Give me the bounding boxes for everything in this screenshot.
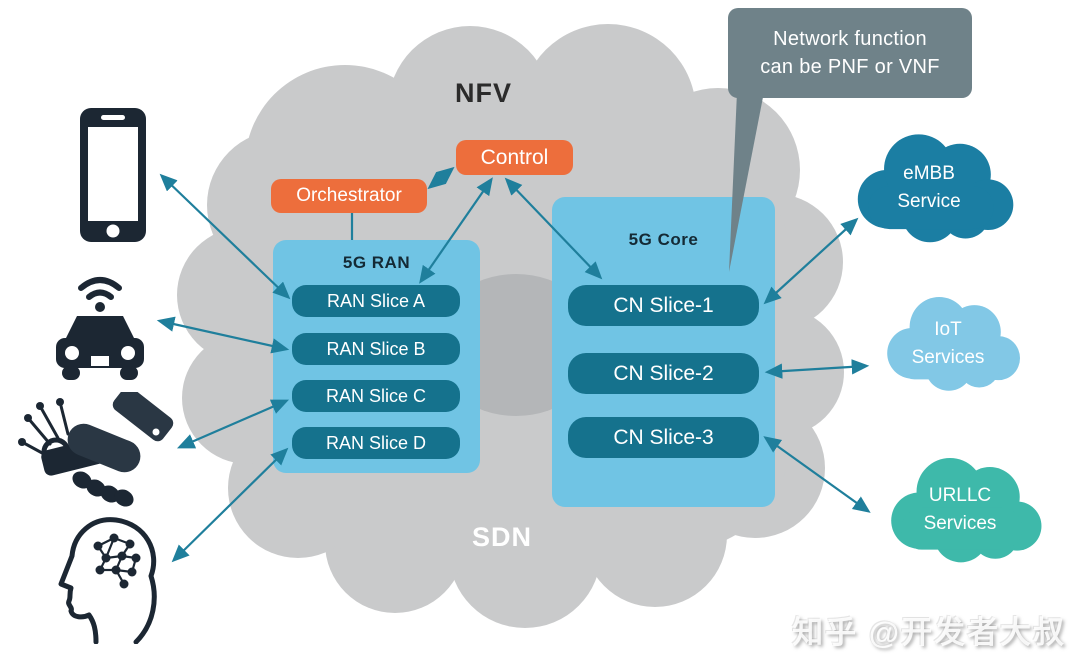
connected-car-icon [44,268,156,386]
iot-label-line2: Services [911,347,985,368]
urllc-label-line2: Services [923,513,997,534]
orchestrator-label: Orchestrator [296,185,402,206]
embb-label-line2: Service [897,191,961,212]
sdn-label: SDN [472,522,533,552]
watermark: 知乎 @开发者大叔 [792,615,1066,650]
callout-line-2: can be PNF or VNF [760,56,940,78]
urllc-services-cloud: URLLC Services [874,448,1046,566]
urllc-label-line1: URLLC [928,485,992,507]
control-label: Control [480,145,549,169]
embb-label-line1: eMBB [903,163,955,185]
cloud-shape [891,457,1042,563]
iot-services-cloud: IoT Services [872,288,1024,394]
ran-panel: 5G RAN RAN Slice A RAN Slice B RAN Slice… [273,240,480,473]
cn-slice-2-pill: CN Slice-2 [568,353,759,394]
core-panel-title: 5G Core [628,230,699,249]
embb-service-cloud: eMBB Service [840,124,1018,246]
ran-slice-b-pill: RAN Slice B [292,333,460,365]
ai-brain-head-icon [58,510,166,645]
cloud-shape [887,296,1020,391]
core-panel: 5G Core CN Slice-1 CN Slice-2 CN Slice-3 [552,197,775,507]
human-robot-handshake-icon [16,386,176,514]
nfv-label: NFV [455,78,512,108]
control-box: Control [456,140,573,175]
cn-slice-1-pill: CN Slice-1 [568,285,759,326]
orchestrator-box: Orchestrator [271,179,427,213]
callout-line-1: Network function [773,28,927,50]
smartphone-icon [78,106,148,244]
cloud-shape [857,134,1014,243]
ran-slice-a-pill: RAN Slice A [292,285,460,317]
callout-bubble: Network function can be PNF or VNF [728,8,972,98]
iot-label-line1: IoT [934,319,962,341]
ran-slice-c-pill: RAN Slice C [292,380,460,412]
cn-slice-3-pill: CN Slice-3 [568,417,759,458]
ran-slice-d-pill: RAN Slice D [292,427,460,459]
ran-panel-title: 5G RAN [342,253,411,272]
